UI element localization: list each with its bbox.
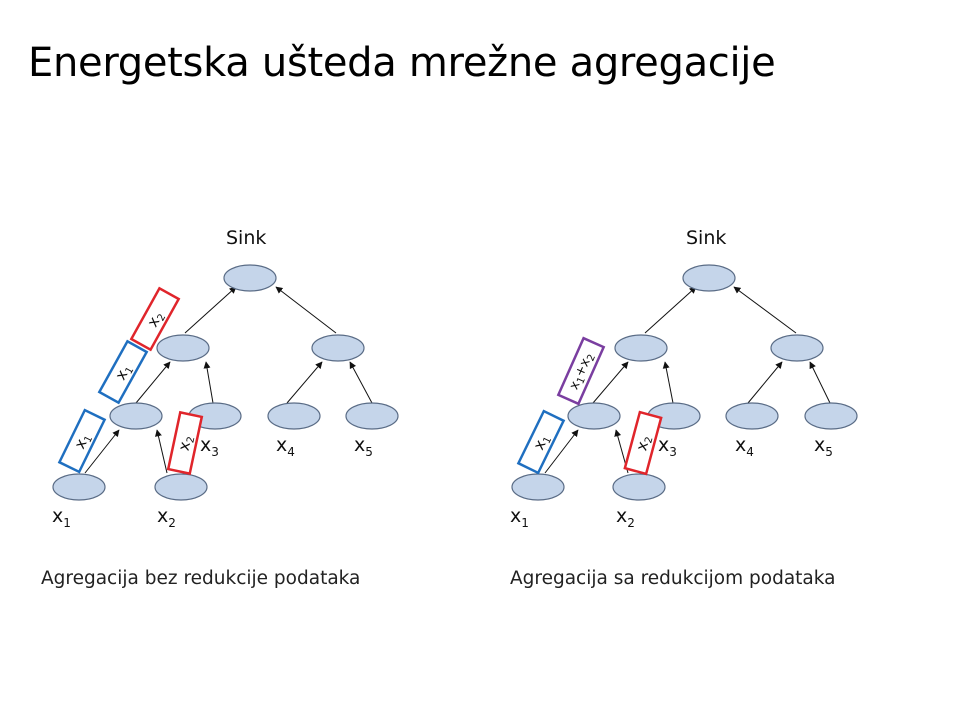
left-leaf-node-x5: [345, 402, 399, 430]
right-diagram: Sink x1 x2 x3 x4 x5 x1 x: [510, 227, 858, 530]
right-label-x1: x1: [510, 505, 529, 530]
left-leaf-node-x4: [267, 402, 321, 430]
edge: [155, 429, 168, 474]
left-sink-node: [223, 264, 277, 292]
left-label-x5: x5: [354, 434, 373, 459]
svg-text:x1+x2: x1+x2: [567, 350, 598, 393]
edge: [135, 361, 171, 404]
right-packet-lower-x2: x2: [623, 410, 663, 476]
left-packet-upper-x2: x2: [129, 286, 181, 352]
edge: [809, 361, 831, 404]
svg-text:x2: x2: [175, 434, 198, 453]
left-leaf-node-x2: [154, 473, 208, 501]
right-aggregator-node: [567, 402, 621, 430]
left-label-x1: x1: [52, 505, 71, 530]
right-caption: Agregacija sa redukcijom podataka: [510, 568, 836, 589]
left-label-x4: x4: [276, 434, 295, 459]
edge: [747, 361, 783, 404]
edge: [84, 429, 120, 474]
left-diagram: Sink x1 x2 x3 x4 x5 x1: [52, 227, 399, 530]
edge: [184, 286, 237, 334]
right-label-x3: x3: [658, 434, 677, 459]
right-label-x4: x4: [735, 434, 754, 459]
right-sink-label: Sink: [686, 227, 726, 249]
edge: [644, 286, 697, 334]
right-label-x2: x2: [616, 505, 635, 530]
edge: [544, 429, 579, 474]
edge: [349, 361, 373, 404]
edge: [275, 286, 337, 334]
left-label-x2: x2: [157, 505, 176, 530]
right-packet-lower-x1: x1: [516, 409, 566, 475]
svg-text:x2: x2: [632, 433, 655, 453]
right-edges: [544, 286, 831, 474]
right-aggregator-node: [770, 334, 824, 362]
right-aggregator-node: [614, 334, 668, 362]
right-sink-node: [682, 264, 736, 292]
edge: [662, 361, 674, 404]
left-packet-lower-x1: x1: [57, 408, 107, 474]
left-edges: [84, 286, 373, 474]
left-packet-lower-x2: x2: [166, 410, 204, 476]
left-label-x3: x3: [200, 434, 219, 459]
right-leaf-node-x2: [612, 473, 666, 501]
left-sink-label: Sink: [226, 227, 266, 249]
left-leaf-node-x1: [52, 473, 106, 501]
right-leaf-node-x1: [511, 473, 565, 501]
left-aggregator-node: [156, 334, 210, 362]
edge: [286, 361, 323, 404]
right-label-x5: x5: [814, 434, 833, 459]
left-packet-upper-x1: x1: [97, 339, 149, 405]
left-aggregator-node: [311, 334, 365, 362]
left-caption: Agregacija bez redukcije podataka: [41, 568, 361, 589]
slide-title: Energetska ušteda mrežne agregacije: [28, 40, 776, 86]
edge: [203, 361, 214, 404]
right-packet-aggregated: x1+x2: [556, 336, 606, 406]
right-leaf-node-x5: [804, 402, 858, 430]
left-aggregator-node: [109, 402, 163, 430]
edge: [592, 361, 629, 404]
edge: [733, 286, 797, 334]
right-leaf-node-x4: [725, 402, 779, 430]
